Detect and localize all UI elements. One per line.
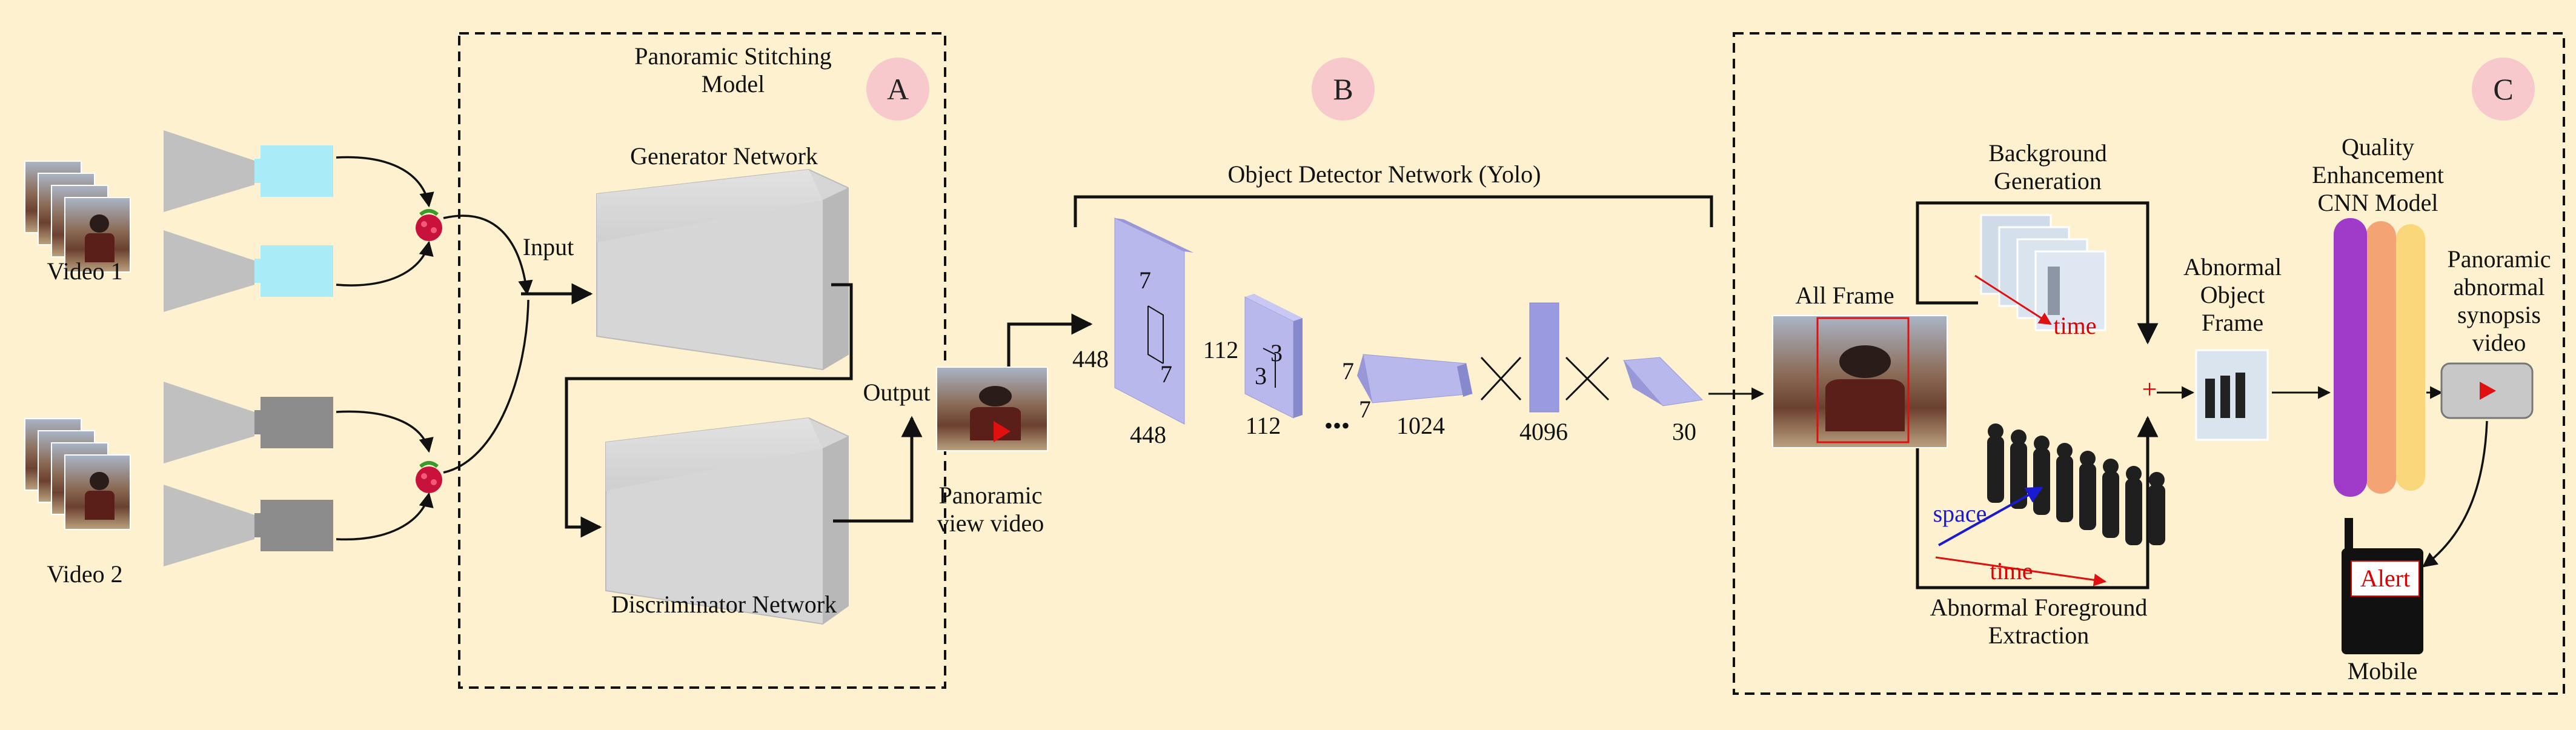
abnormal-object-frame: [2195, 349, 2269, 441]
camera-icon: [164, 485, 333, 566]
kernel-3-b: 3: [1255, 362, 1267, 390]
video2-label: Video 2: [47, 560, 123, 588]
kernel-3-a: 3: [1270, 339, 1283, 367]
foreground-extraction-label: Abnormal Foreground Extraction: [1930, 594, 2148, 649]
background-frames: [1980, 214, 2106, 331]
kernel-7-a: 7: [1139, 267, 1151, 294]
yolo-layer-1024: [1357, 354, 1473, 403]
kernel-7-c: 7: [1342, 357, 1354, 385]
panel-a-badge: A: [866, 58, 929, 121]
cnn-layer-purple: [2334, 218, 2367, 497]
play-icon: [2440, 362, 2534, 419]
raspberry-pi-icon: [416, 461, 442, 493]
camera-icon: [164, 382, 333, 463]
foreground-silhouettes: [1987, 423, 2165, 545]
video-frame-thumb: [64, 197, 131, 273]
discriminator-label: Discriminator Network: [611, 591, 837, 618]
yolo-layer-112: [1244, 294, 1303, 419]
dim-1024: 1024: [1396, 412, 1445, 439]
generator-label: Generator Network: [630, 142, 818, 170]
all-frame-label: All Frame: [1795, 282, 1894, 309]
dim-448-b: 448: [1130, 421, 1166, 448]
panel-c-frame: [1733, 32, 2565, 695]
panel-b-badge: B: [1312, 58, 1375, 121]
generator-network-box: [596, 168, 849, 371]
cnn-layer-orange: [2366, 221, 2396, 494]
panel-a-title: Panoramic Stitching Model: [634, 42, 832, 98]
yolo-title: Object Detector Network (Yolo): [1227, 161, 1541, 188]
all-frame-thumb: [1772, 315, 1948, 448]
raspberry-pi-icon: [416, 209, 442, 241]
dim-30: 30: [1672, 418, 1696, 445]
camera-icon: [164, 130, 333, 212]
video1-label: Video 1: [47, 257, 123, 285]
dim-4096: 4096: [1519, 418, 1568, 445]
yolo-bracket: [1074, 195, 1713, 227]
camera-icon: [164, 230, 333, 312]
yolo-layer-448: [1114, 217, 1193, 425]
kernel-7-b: 7: [1160, 360, 1172, 388]
input-label: Input: [522, 233, 574, 260]
yolo-layer-30: [1622, 357, 1704, 406]
space-label: space: [1933, 500, 1987, 527]
panel-a-frame: [458, 32, 946, 689]
ellipsis: •••: [1324, 412, 1350, 439]
quality-enhancement-label: Quality Enhancement CNN Model: [2312, 133, 2444, 216]
discriminator-network-box: [605, 417, 849, 625]
abnormal-object-frame-label: Abnormal Object Frame: [2183, 253, 2282, 336]
panoramic-video-thumb: [936, 367, 1048, 451]
dim-448-a: 448: [1072, 345, 1109, 373]
time-label-fg: time: [1990, 557, 2033, 585]
output-label: Output: [863, 379, 931, 406]
mobile-label: Mobile: [2347, 657, 2418, 685]
video-frame-thumb: [64, 454, 131, 530]
panel-c-badge: C: [2472, 58, 2535, 121]
combine-plus: +: [2142, 374, 2157, 404]
dim-112-a: 112: [1203, 336, 1239, 363]
panoramic-view-label: Panoramic view video: [937, 482, 1044, 537]
yolo-layer-4096: [1529, 302, 1559, 413]
time-label-bg: time: [2053, 312, 2097, 339]
cnn-layer-yellow: [2396, 224, 2425, 491]
dim-112-b: 112: [1245, 412, 1281, 439]
alert-badge: Alert: [2351, 560, 2420, 597]
kernel-7-d: 7: [1359, 396, 1371, 423]
background-generation-label: Background Generation: [1988, 139, 2107, 194]
panoramic-synopsis-label: Panoramic abnormal synopsis video: [2447, 245, 2551, 356]
